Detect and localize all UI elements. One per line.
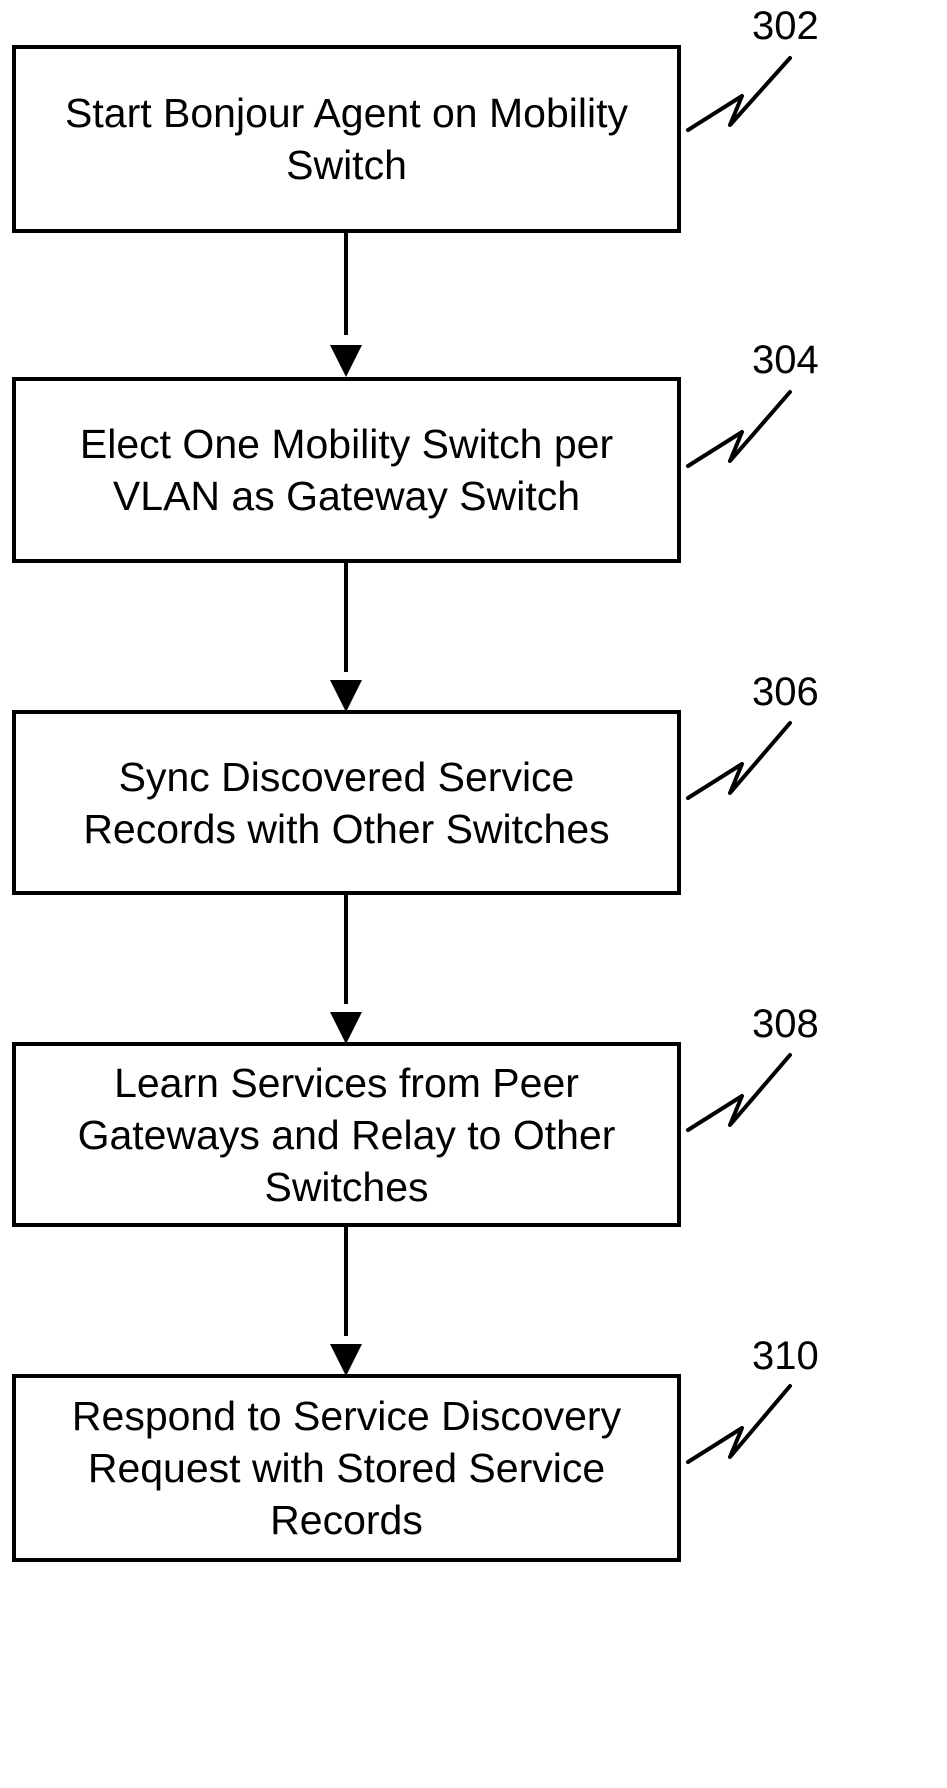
step-text-line: Gateways and Relay to Other	[78, 1109, 616, 1161]
ref-numeral-304: 304	[752, 338, 819, 382]
step-box-308: Learn Services from Peer Gateways and Re…	[12, 1042, 681, 1227]
step-text-line: VLAN as Gateway Switch	[113, 470, 580, 522]
arrowhead-icon	[330, 680, 362, 712]
step-text-line: Sync Discovered Service	[119, 751, 575, 803]
step-box-306: Sync Discovered Service Records with Oth…	[12, 710, 681, 895]
step-text-line: Learn Services from Peer	[114, 1057, 579, 1109]
leader-zigzag-302	[688, 58, 790, 130]
step-text-line: Records	[270, 1494, 423, 1546]
step-text-line: Records with Other Switches	[83, 803, 609, 855]
arrowhead-icon	[330, 1344, 362, 1376]
leader-zigzag-310	[688, 1386, 790, 1462]
step-text-line: Switch	[286, 139, 407, 191]
step-text-line: Respond to Service Discovery	[72, 1390, 621, 1442]
step-box-302: Start Bonjour Agent on Mobility Switch	[12, 45, 681, 233]
arrowhead-icon	[330, 345, 362, 377]
step-box-310: Respond to Service Discovery Request wit…	[12, 1374, 681, 1562]
ref-numeral-308: 308	[752, 1002, 819, 1046]
ref-numeral-302: 302	[752, 4, 819, 48]
leader-zigzag-306	[688, 723, 790, 798]
step-text-line: Start Bonjour Agent on Mobility	[65, 87, 628, 139]
step-box-304: Elect One Mobility Switch per VLAN as Ga…	[12, 377, 681, 563]
step-text-line: Elect One Mobility Switch per	[80, 418, 613, 470]
leader-zigzag-304	[688, 392, 790, 466]
ref-numeral-310: 310	[752, 1334, 819, 1378]
ref-numeral-306: 306	[752, 670, 819, 714]
step-text-line: Switches	[264, 1161, 428, 1213]
arrowhead-icon	[330, 1012, 362, 1044]
step-text-line: Request with Stored Service	[88, 1442, 605, 1494]
leader-zigzag-308	[688, 1055, 790, 1130]
